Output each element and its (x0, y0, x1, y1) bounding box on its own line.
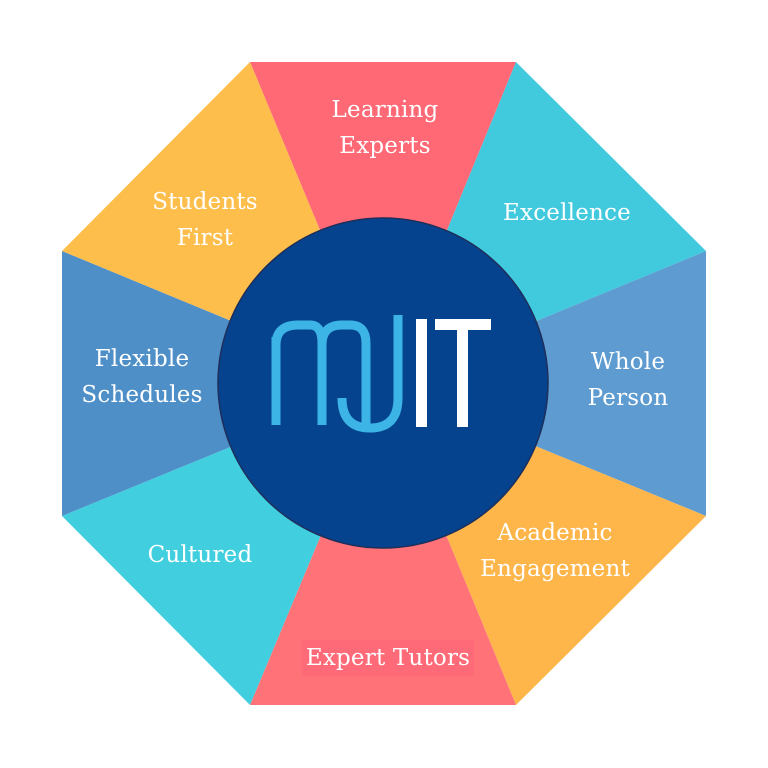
label-line: Person (587, 385, 669, 411)
logo-letter-i (416, 319, 427, 427)
label-line: Engagement (480, 556, 630, 582)
label-academic-engagement: Academic Engagement (480, 515, 630, 587)
label-expert-tutors: Expert Tutors (301, 640, 475, 676)
label-line: Students (152, 189, 258, 215)
logo-letter-y (337, 315, 403, 433)
label-line: Learning (331, 97, 439, 123)
label-line: Flexible (94, 346, 190, 372)
label-flexible-schedules: Flexible Schedules (81, 341, 202, 413)
label-line: Academic (497, 520, 613, 546)
myit-logo (271, 315, 491, 433)
label-line: Cultured (147, 542, 253, 568)
logo-letter-m (271, 320, 371, 425)
center-circle (217, 217, 549, 549)
label-line: Expert Tutors (301, 640, 475, 676)
label-line: Schedules (81, 382, 203, 408)
label-whole-person: Whole Person (588, 344, 669, 416)
label-students-first: Students First (152, 184, 258, 256)
label-learning-experts: Learning Experts (332, 92, 439, 164)
label-line: Experts (339, 133, 431, 159)
logo-letter-t-stem (457, 319, 468, 427)
label-line: First (176, 225, 234, 251)
label-line: Excellence (503, 200, 631, 226)
label-excellence: Excellence (503, 195, 631, 231)
label-line: Whole (590, 349, 666, 375)
label-cultured: Cultured (148, 537, 253, 573)
